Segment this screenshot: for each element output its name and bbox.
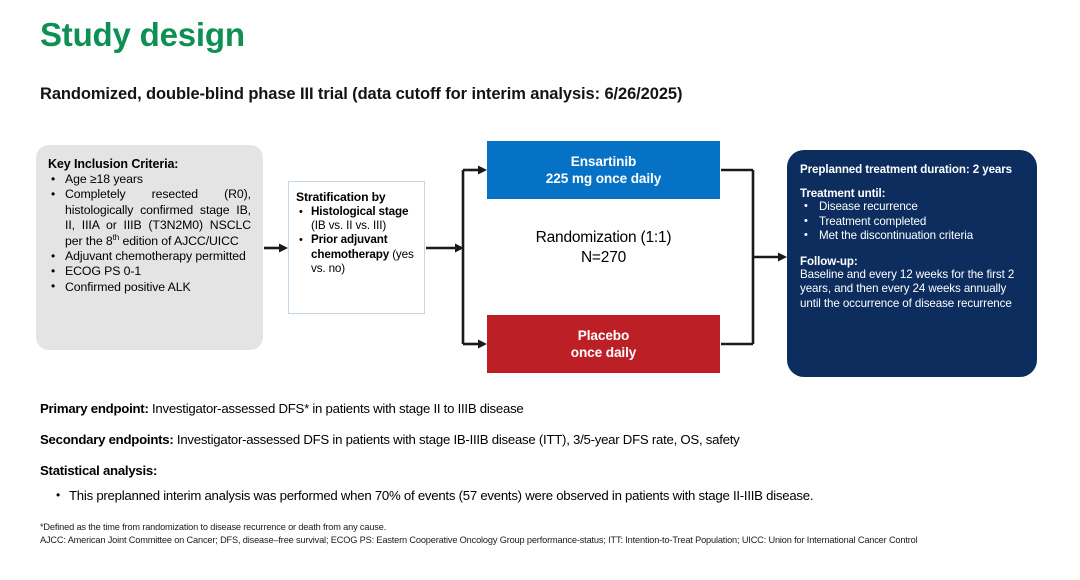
treatment-until-heading: Treatment until:	[800, 187, 886, 200]
list-item: Adjuvant chemotherapy permitted	[48, 249, 251, 265]
arm-name: Placebo	[577, 328, 630, 343]
treatment-arm-ensartinib: Ensartinib 225 mg once daily	[487, 141, 720, 199]
stratification-box: Stratification by Histological stage (IB…	[288, 181, 425, 314]
primary-endpoint-label: Primary endpoint:	[40, 401, 149, 416]
stratification-title: Stratification by	[296, 190, 386, 204]
randomization-ratio: Randomization (1:1)	[535, 229, 672, 246]
stratification-list: Histological stage (IB vs. II vs. III) P…	[296, 204, 417, 276]
treatment-arm-placebo: Placebo once daily	[487, 315, 720, 373]
statistical-analysis-list: This preplanned interim analysis was per…	[40, 487, 1050, 504]
inclusion-title: Key Inclusion Criteria:	[48, 157, 179, 171]
list-item: Age ≥18 years	[48, 171, 251, 187]
arm-dose: once daily	[570, 345, 637, 360]
treatment-duration-box: Preplanned treatment duration: 2 years T…	[787, 150, 1037, 377]
list-item: This preplanned interim analysis was per…	[40, 487, 1050, 504]
list-item: Treatment completed	[800, 214, 1025, 230]
footnote-dfs-definition: *Defined as the time from randomization …	[40, 522, 387, 532]
arm-dose: 225 mg once daily	[545, 171, 662, 186]
strat-factor-label: Histological stage	[311, 205, 409, 218]
list-item: Disease recurrence	[800, 199, 1025, 215]
footnote-abbreviations: AJCC: American Joint Committee on Cancer…	[40, 534, 918, 545]
endpoints-section: Primary endpoint: Investigator-assessed …	[40, 401, 1050, 504]
arm-text-block: Placebo once daily	[570, 327, 637, 361]
list-item: Histological stage (IB vs. II vs. III)	[296, 204, 417, 233]
strat-factor-detail: (yes vs. no)	[311, 247, 414, 275]
footnotes: *Defined as the time from randomization …	[40, 521, 1055, 546]
list-item: Prior adjuvant chemotherapy (yes vs. no)	[296, 233, 417, 276]
spacer	[800, 176, 1025, 187]
page-title: Study design	[40, 16, 245, 53]
strat-factor-label: Prior adjuvant chemotherapy	[311, 233, 390, 261]
strat-factor-detail: (IB vs. II vs. III)	[311, 219, 387, 233]
randomization-label: Randomization (1:1) N=270	[487, 228, 720, 268]
primary-endpoint-text: Investigator-assessed DFS* in patients w…	[148, 401, 524, 416]
spacer	[800, 244, 1025, 255]
list-item: ECOG PS 0-1	[48, 264, 251, 280]
inclusion-criteria-list: Age ≥18 years Completely resected (R0), …	[48, 171, 251, 295]
key-inclusion-criteria-box: Key Inclusion Criteria: Age ≥18 years Co…	[36, 145, 263, 350]
list-item: Completely resected (R0), histologically…	[48, 187, 251, 249]
statistical-analysis-label: Statistical analysis:	[40, 463, 158, 478]
secondary-endpoints: Secondary endpoints: Investigator-assess…	[40, 432, 1050, 448]
arm-text-block: Ensartinib 225 mg once daily	[545, 153, 662, 187]
duration-heading: Preplanned treatment duration: 2 years	[800, 163, 1013, 176]
list-item: Confirmed positive ALK	[48, 279, 251, 295]
study-design-diagram: Key Inclusion Criteria: Age ≥18 years Co…	[0, 130, 1080, 395]
followup-heading: Follow-up:	[800, 254, 858, 268]
secondary-endpoints-text: Investigator-assessed DFS in patients wi…	[173, 432, 740, 447]
treatment-until-list: Disease recurrence Treatment completed M…	[800, 199, 1025, 244]
list-item: Met the discontinuation criteria	[800, 228, 1025, 244]
secondary-endpoints-label: Secondary endpoints:	[40, 432, 174, 447]
arm-name: Ensartinib	[570, 154, 637, 169]
primary-endpoint: Primary endpoint: Investigator-assessed …	[40, 401, 1050, 417]
slide-subtitle: Randomized, double-blind phase III trial…	[40, 85, 683, 103]
followup-body: Baseline and every 12 weeks for the firs…	[800, 267, 1015, 310]
randomization-n: N=270	[580, 249, 627, 266]
